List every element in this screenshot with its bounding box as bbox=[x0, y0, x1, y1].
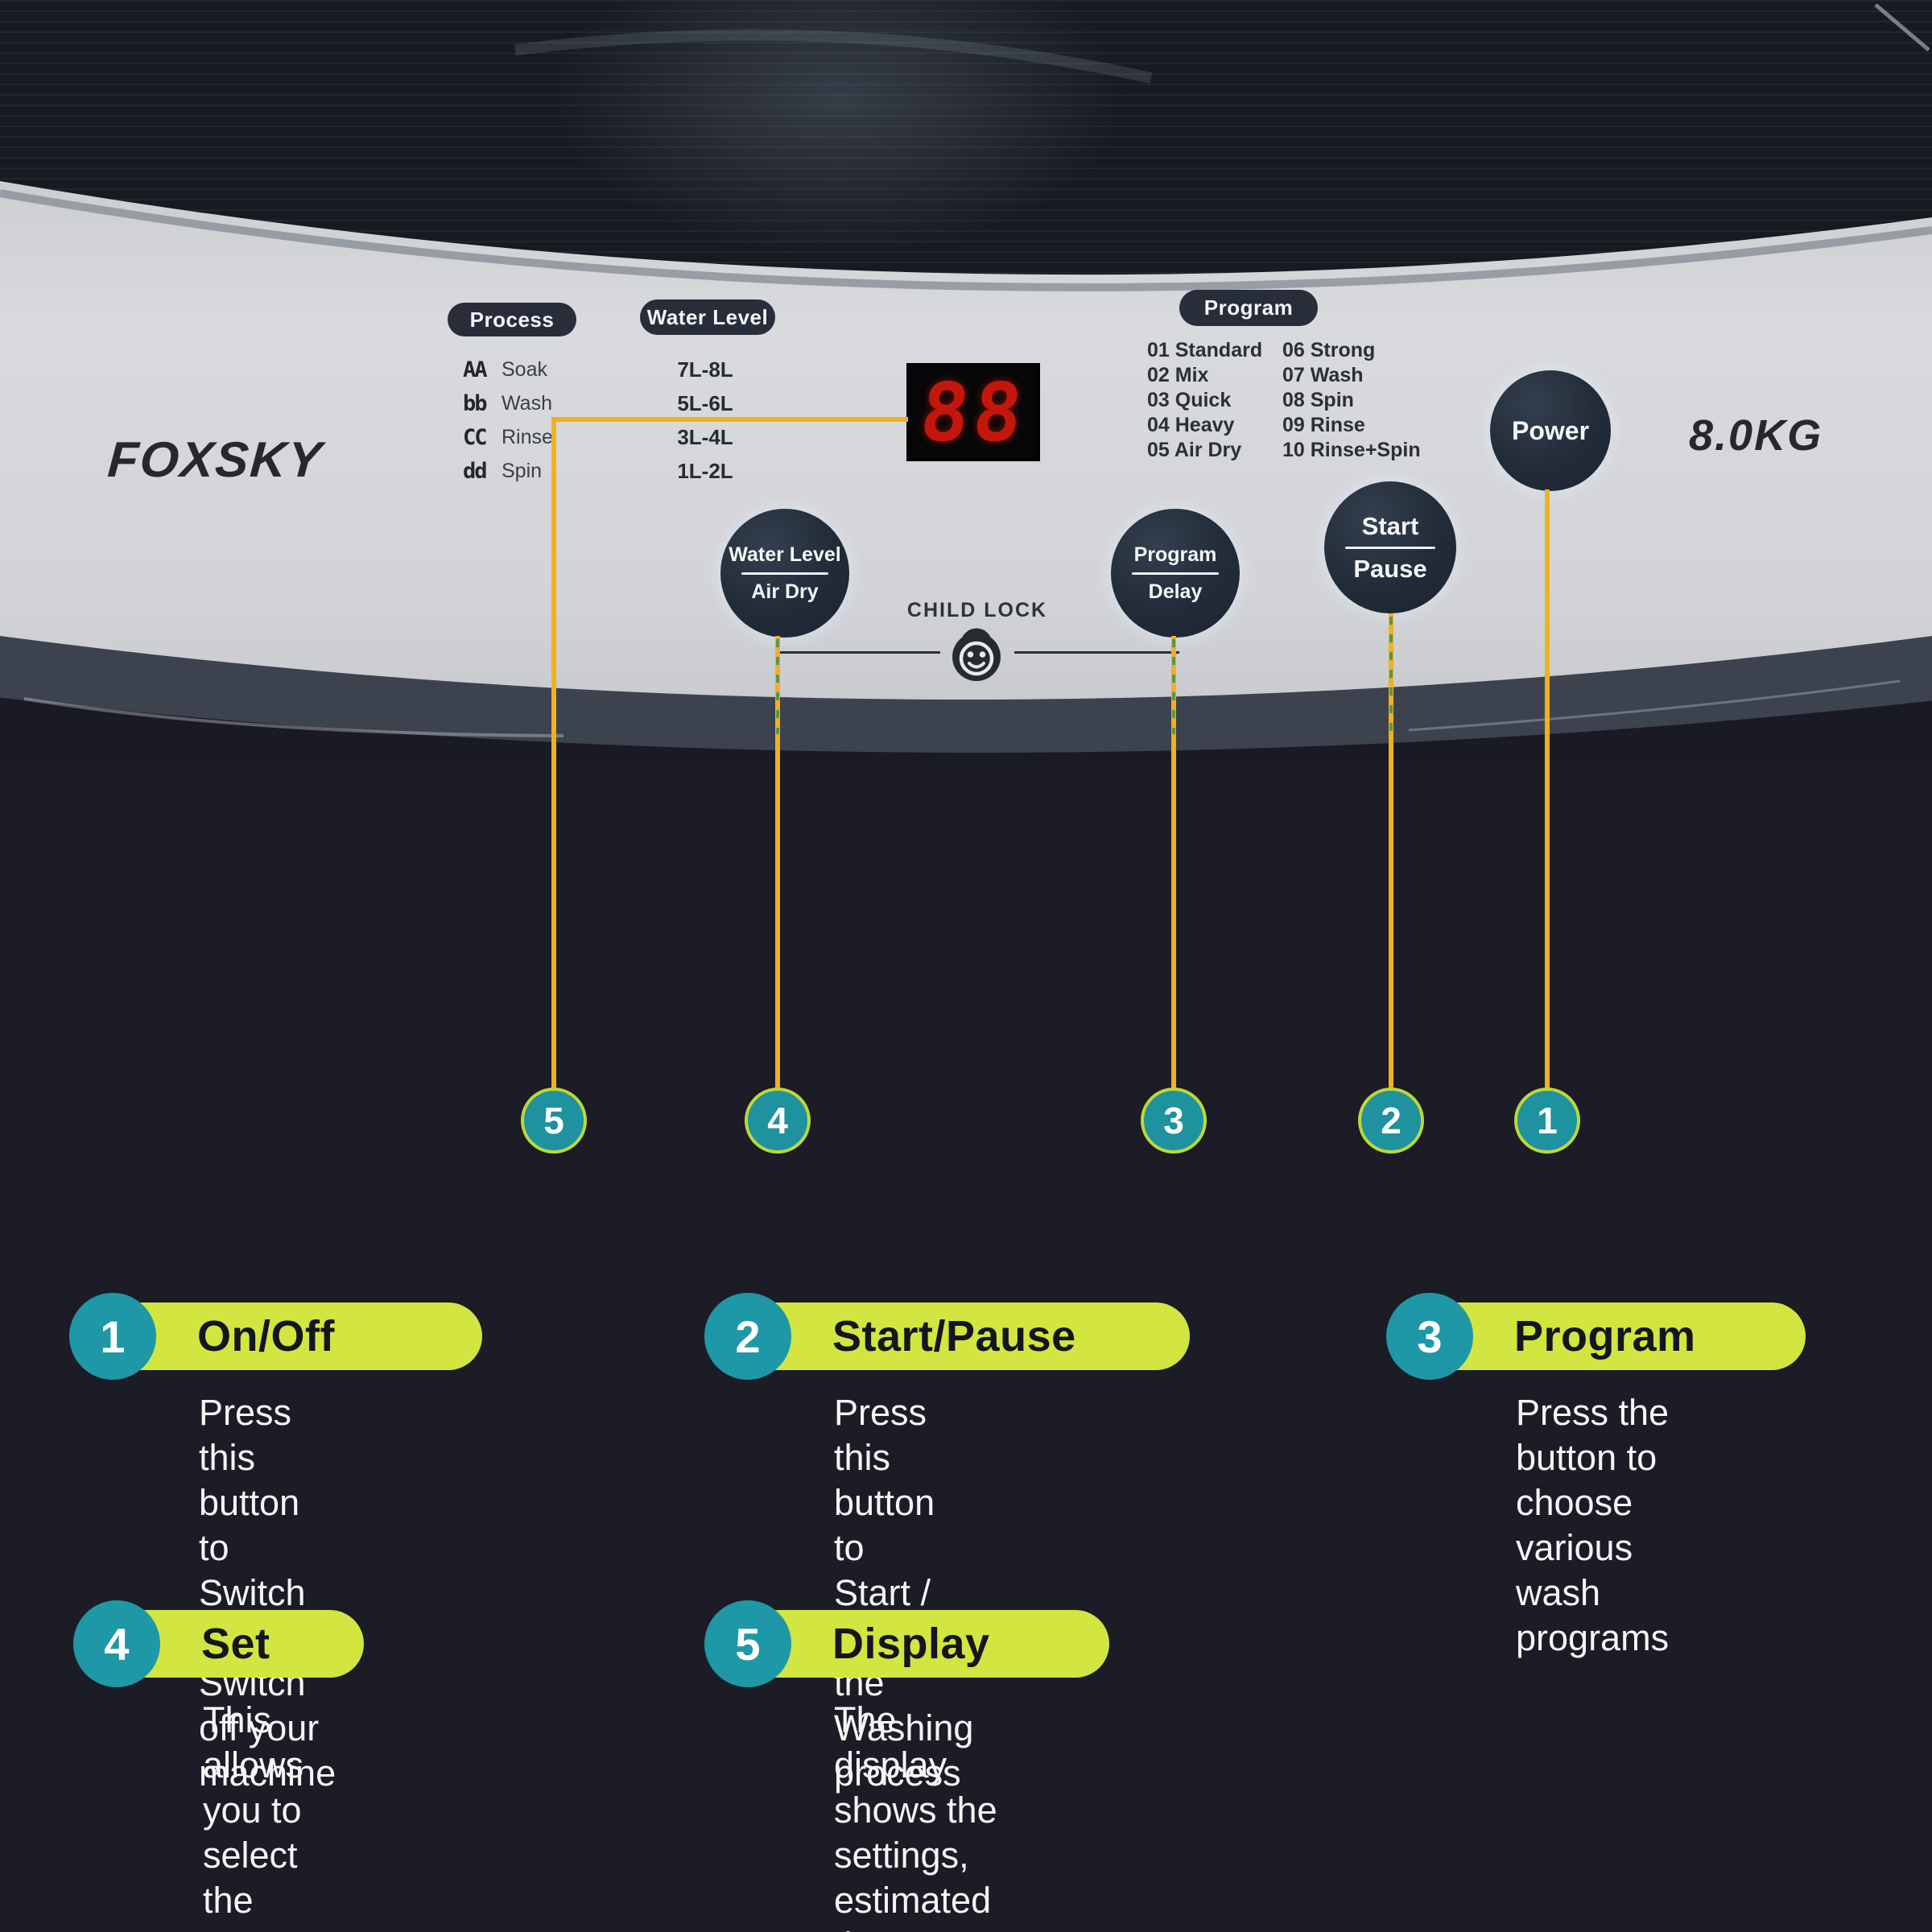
feature-number-badge: 5 bbox=[704, 1600, 791, 1687]
power-button[interactable]: Power bbox=[1490, 370, 1611, 491]
seven-seg-soak-icon: AA bbox=[463, 357, 488, 382]
callout-line-1 bbox=[1545, 489, 1550, 1088]
program-list-column1: 01 Standard 02 Mix 03 Quick 04 Heavy 05 … bbox=[1147, 339, 1263, 461]
feature-number-badge: 2 bbox=[704, 1293, 791, 1380]
callout-circle-5: 5 bbox=[521, 1088, 587, 1154]
button-divider bbox=[741, 572, 829, 575]
callout-circle-3: 3 bbox=[1141, 1088, 1207, 1154]
corner-streak bbox=[1874, 3, 1930, 52]
callout-line-2-dash bbox=[1389, 617, 1393, 734]
program-list-column2: 06 Strong 07 Wash 08 Spin 09 Rinse 10 Ri… bbox=[1282, 339, 1421, 461]
feature-number-badge: 1 bbox=[69, 1293, 156, 1380]
callout-line-4-dash bbox=[776, 639, 779, 734]
feature-title: Program bbox=[1514, 1312, 1696, 1360]
program-section-label: Program bbox=[1179, 290, 1318, 326]
feature-number-badge: 3 bbox=[1386, 1293, 1473, 1380]
feature-title: Set bbox=[201, 1620, 270, 1668]
feature-description: The display shows the settings, estimate… bbox=[834, 1699, 997, 1932]
callout-circle-2: 2 bbox=[1358, 1088, 1424, 1154]
child-lock-label: CHILD LOCK bbox=[906, 599, 1048, 621]
water-level-air-dry-button[interactable]: Water Level Air Dry bbox=[720, 509, 849, 638]
callout-line-5-horizontal bbox=[554, 417, 908, 422]
callout-line-2 bbox=[1389, 613, 1393, 1088]
strip-highlight-right bbox=[1408, 679, 1901, 732]
callout-line-3-dash bbox=[1172, 639, 1175, 734]
water-level-values: 7L-8L 5L-6L 3L-4L 1L-2L bbox=[677, 357, 733, 483]
process-list: AA Soak bb Wash CC Rinse dd Spin bbox=[463, 353, 553, 488]
feature-description: Press the button to choose various wash … bbox=[1516, 1392, 1670, 1658]
start-pause-button[interactable]: Start Pause bbox=[1324, 481, 1456, 613]
water-level-section-label: Water Level bbox=[640, 299, 775, 335]
feature-title-pill: Display bbox=[748, 1610, 1109, 1678]
lid-hinge-glow bbox=[547, 0, 1127, 258]
seven-seg-spin-icon: dd bbox=[463, 458, 488, 484]
callout-line-3 bbox=[1171, 636, 1176, 1088]
feature-description: This allows you to select the water leve… bbox=[203, 1699, 304, 1932]
feature-title: Display bbox=[832, 1620, 990, 1668]
seven-seg-rinse-icon: CC bbox=[463, 424, 488, 450]
button-divider bbox=[1131, 572, 1220, 575]
feature-description: Press this button to Switch On or Switch… bbox=[199, 1392, 336, 1794]
feature-title: On/Off bbox=[197, 1312, 335, 1360]
led-digits: 88 bbox=[915, 365, 1031, 460]
led-display: 88 bbox=[906, 363, 1040, 461]
feature-title-pill: Program bbox=[1430, 1302, 1806, 1370]
button-divider bbox=[1345, 546, 1435, 549]
process-row-rinse: CC Rinse bbox=[463, 424, 553, 450]
feature-title-pill: On/Off bbox=[113, 1302, 482, 1370]
callout-line-4 bbox=[775, 636, 780, 1088]
lid-rim bbox=[0, 189, 1932, 291]
child-lock-line-right bbox=[1014, 651, 1179, 654]
brand-logo: FOXSKY bbox=[105, 432, 325, 488]
process-row-soak: AA Soak bbox=[463, 357, 547, 382]
process-section-label: Process bbox=[448, 303, 576, 336]
seven-seg-wash-icon: bb bbox=[463, 390, 488, 416]
machine-body-strip bbox=[0, 622, 1932, 753]
callout-line-5 bbox=[551, 417, 556, 1088]
lid-reflection bbox=[514, 29, 1153, 84]
process-row-wash: bb Wash bbox=[463, 390, 552, 416]
program-delay-button[interactable]: Program Delay bbox=[1111, 509, 1240, 638]
feature-title: Start/Pause bbox=[832, 1312, 1076, 1360]
strip-highlight-left bbox=[23, 697, 564, 737]
feature-number-badge: 4 bbox=[73, 1600, 160, 1687]
callout-circle-1: 1 bbox=[1514, 1088, 1580, 1154]
callout-circle-4: 4 bbox=[745, 1088, 811, 1154]
process-row-spin: dd Spin bbox=[463, 458, 543, 484]
feature-title-pill: Start/Pause bbox=[748, 1302, 1190, 1370]
child-lock-line-left bbox=[778, 651, 940, 654]
child-lock-icon bbox=[948, 617, 1005, 693]
capacity-label: 8.0KG bbox=[1689, 411, 1823, 460]
